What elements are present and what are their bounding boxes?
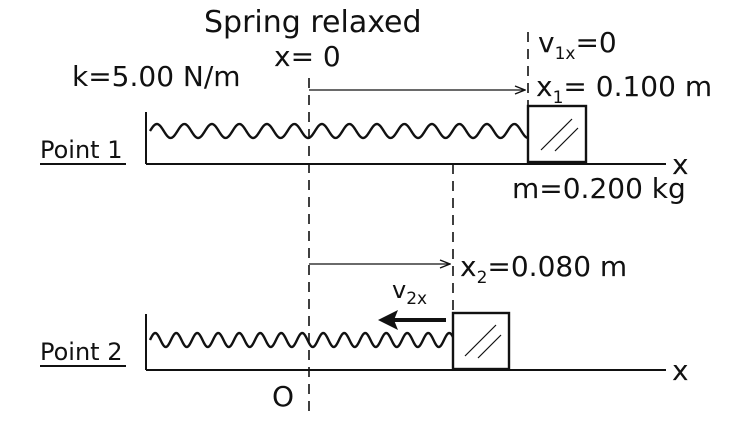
point2-block-hatch [464, 324, 497, 357]
origin-label: x= 0 [274, 40, 341, 73]
point1-axis-x-label: x [672, 148, 689, 181]
spring-relaxed-label: Spring relaxed [204, 5, 422, 40]
point1-label: Point 1 [40, 136, 123, 164]
origin-o-label: O [272, 380, 294, 413]
point2-position-label: x2=0.080 m [460, 250, 627, 288]
point1-block-hatch [554, 127, 579, 152]
point2-block [451, 311, 511, 371]
mass-label: m=0.200 kg [512, 172, 686, 205]
point2-block-hatch [477, 334, 502, 359]
point1-velocity-label: v1x=0 [538, 26, 617, 64]
point2-axis-x-label: x [672, 354, 689, 387]
point1-position-label: x1= 0.100 m [536, 70, 712, 108]
point1-spring [148, 122, 529, 140]
point2-velocity-arrowhead [378, 310, 398, 330]
point1-block-hatch [540, 118, 573, 151]
point2-velocity-label: v2x [392, 276, 427, 309]
point2-spring [148, 331, 455, 349]
point2-label: Point 2 [40, 338, 123, 366]
spring-constant-label: k=5.00 N/m [72, 60, 241, 93]
